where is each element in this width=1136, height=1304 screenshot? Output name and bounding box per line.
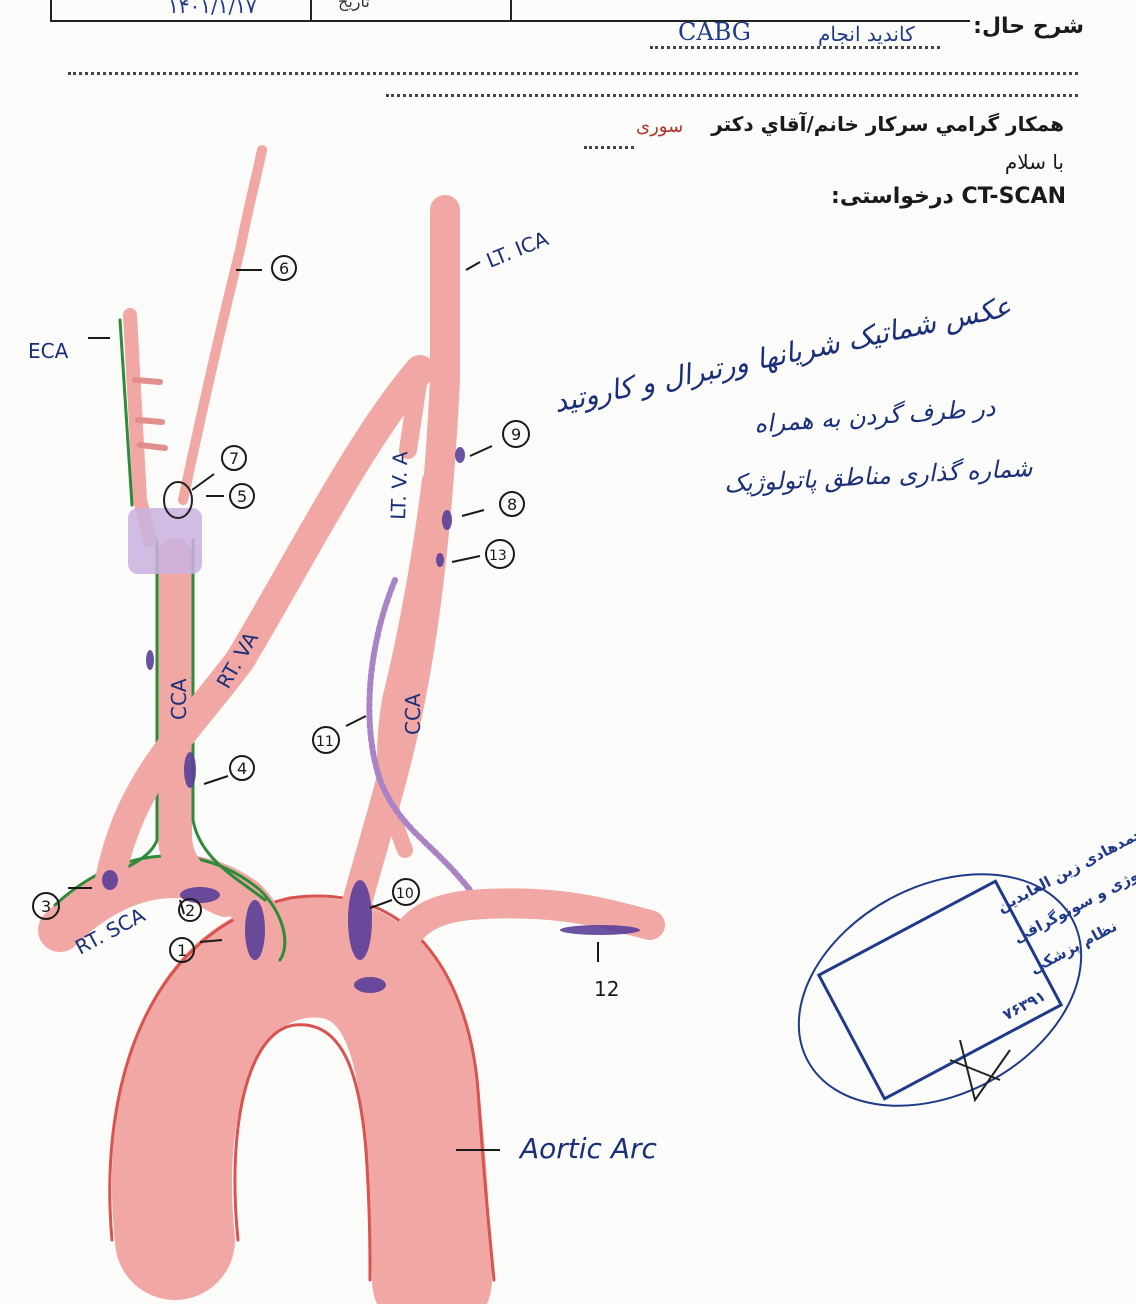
right-eca <box>123 308 157 547</box>
marker-10: 10 <box>396 886 414 902</box>
label-lt-ica: LT. ICA <box>483 226 552 273</box>
header-date: ۱۴۰۱/۱/۱۷ <box>168 0 257 18</box>
stamp-line-1: دکتر محمدهادی زین العابدین <box>994 801 1136 916</box>
left-subclavian <box>375 888 665 995</box>
header-table: ۱۴۰۱/۱/۱۷ تاریخ <box>50 0 970 22</box>
right-vertebral-upper <box>399 361 429 459</box>
marker-circle-1 <box>169 937 195 963</box>
label-aortic-arc: Aortic Arc <box>518 1132 658 1165</box>
arrow-9 <box>469 445 493 457</box>
plaque-mark <box>184 752 196 788</box>
greeting-line: همکار گرامي سرکار خانم/آقاي دکتر <box>711 112 1064 136</box>
arrow-4 <box>203 775 229 785</box>
marker-circle-3 <box>32 892 60 920</box>
marker-circle-4 <box>229 755 255 781</box>
right-eca-branches <box>132 377 168 451</box>
marker-circle-8 <box>499 491 525 517</box>
aortic-arch-edge-outer <box>108 894 496 1282</box>
header-cell-divider <box>510 0 512 20</box>
arrow-11 <box>345 715 367 727</box>
plaque-mark <box>245 900 265 960</box>
marker-4: 4 <box>237 759 247 778</box>
stamp-line-4: ۷۶۳۹۱ <box>1000 987 1049 1024</box>
arrow-13 <box>451 555 481 563</box>
marker-3: 3 <box>41 897 51 916</box>
doctor-stamp: دکتر محمدهادی زین العابدین متخصص رادیولو… <box>797 801 1136 1107</box>
plaque-mark <box>102 870 118 890</box>
aortic-arch-edge-inner <box>233 1023 372 1282</box>
plaque-mark <box>455 447 465 463</box>
stamp-box <box>816 879 1064 1101</box>
arrow-2 <box>179 899 185 915</box>
plaque-mark <box>442 510 452 530</box>
history-value-candidate: کاندید انجام <box>818 22 915 46</box>
plaque-mark <box>146 650 154 670</box>
label-eca: ECA <box>28 339 69 363</box>
marker-circle-11 <box>312 726 340 754</box>
doctor-name-dots <box>584 146 634 149</box>
marker-circle-13 <box>485 539 515 569</box>
left-vertebral-wavy <box>366 577 473 893</box>
marker-13: 13 <box>489 548 507 564</box>
history-label: شرح حال: <box>973 14 1084 39</box>
marker-6: 6 <box>279 259 289 278</box>
marker-5: 5 <box>237 487 247 506</box>
history-dots-line-3 <box>386 94 1078 97</box>
marker-circle-9 <box>502 420 530 448</box>
salutation: با سلام <box>1004 150 1064 174</box>
ica-origin-circle <box>163 481 193 519</box>
arrow-1 <box>199 939 223 943</box>
right-ica <box>178 145 267 505</box>
header-date-label: تاریخ <box>338 0 370 11</box>
right-cca-green-right <box>191 538 267 902</box>
marker-circle-7 <box>221 445 247 471</box>
history-dots <box>650 46 940 49</box>
plaque-mark <box>436 553 444 567</box>
arrow-8 <box>461 509 485 517</box>
right-eca-green <box>118 318 134 507</box>
marker-11: 11 <box>316 734 334 750</box>
carotid-bulb-plaque <box>128 508 202 574</box>
label-cca-right: CCA <box>167 678 191 720</box>
header-cell-divider <box>50 0 52 20</box>
marker-7: 7 <box>229 449 239 468</box>
history-dots-line-2 <box>68 72 1078 75</box>
history-value-procedure: CABG <box>678 18 751 46</box>
request-label: CT-SCAN درخواستی: <box>831 184 1066 209</box>
marker-circle-2 <box>178 898 202 922</box>
marker-1: 1 <box>177 941 187 960</box>
arrow-lt-ica <box>465 261 481 271</box>
arrow-10 <box>369 899 393 909</box>
marker-2: 2 <box>185 901 195 920</box>
marker-circle-6 <box>271 255 297 281</box>
doctor-name: سوری <box>636 116 684 137</box>
marker-9: 9 <box>511 425 521 444</box>
label-cca-left: CCA <box>401 693 425 735</box>
marker-8: 8 <box>507 495 517 514</box>
marker-12: 12 <box>594 977 619 1001</box>
aortic-arch <box>111 897 492 1304</box>
signature-mark <box>949 1039 1011 1103</box>
marker-circle-5 <box>229 483 255 509</box>
header-cell-divider <box>310 0 312 20</box>
right-vertebral <box>95 355 435 895</box>
plaque-mark <box>348 880 372 960</box>
label-lt-va: LT. V. A <box>386 451 412 521</box>
plaque-mark <box>560 925 640 935</box>
plaque-mark <box>354 977 386 993</box>
arrow-7 <box>191 473 215 491</box>
marker-circle-10 <box>392 878 420 906</box>
